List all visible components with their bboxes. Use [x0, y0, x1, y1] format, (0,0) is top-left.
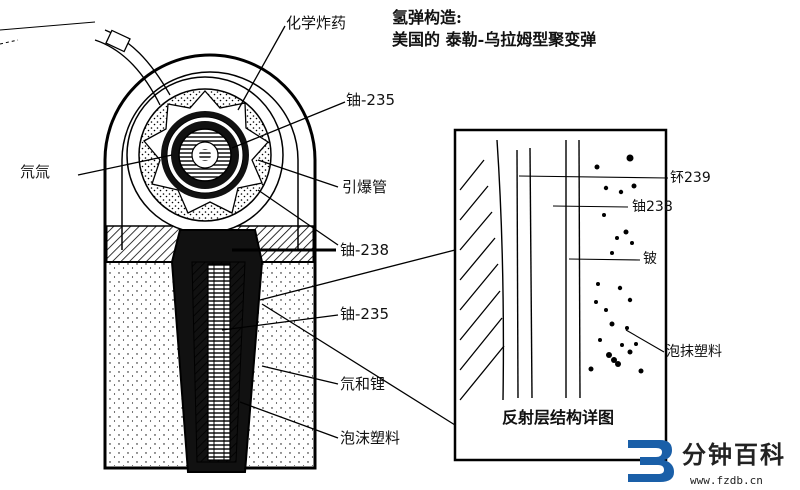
title-line-1: 氢弹构造: [392, 10, 462, 26]
label-deuterium-lithium: 氘和锂 [340, 377, 385, 392]
label-chem-explosive: 化学炸药 [286, 16, 346, 31]
detail-label-foam: 泡抹塑料 [666, 345, 722, 359]
label-u235-top: 铀-235 [346, 93, 395, 108]
primary-stage [0, 22, 283, 233]
watermark-text: 分钟百科 [682, 443, 786, 467]
detail-caption: 反射层结构详图 [502, 410, 614, 426]
secondary-stage [172, 230, 262, 472]
detail-label-beryllium: 铍 [643, 252, 657, 266]
detail-label-pu239: 钚239 [670, 171, 711, 185]
watermark-url: www.fzdb.cn [690, 475, 763, 486]
spark-plug-u235 [208, 264, 230, 460]
label-foam: 泡沫塑料 [340, 431, 400, 446]
label-tritium: 氘氚 [20, 165, 50, 180]
title-line-2: 美国的 泰勒-乌拉姆型聚变弹 [392, 32, 596, 48]
label-u235-mid: 铀-235 [340, 307, 389, 322]
label-u238: 铀-238 [340, 243, 389, 258]
detail-label-u238: 铀238 [632, 200, 673, 214]
label-detonator: 引爆管 [342, 180, 387, 195]
